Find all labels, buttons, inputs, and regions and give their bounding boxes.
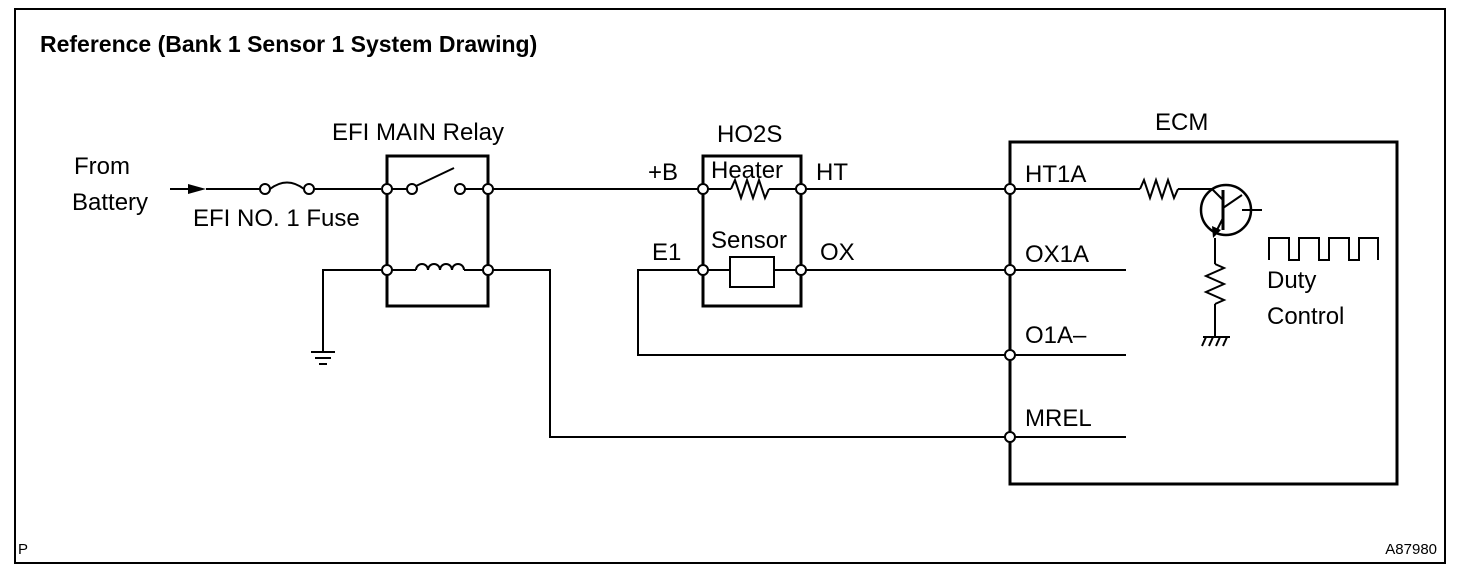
ho2s-terminal-ht	[795, 183, 807, 195]
transistor-icon	[1199, 183, 1262, 238]
pin-label-plus-b: +B	[648, 159, 678, 186]
relay-terminal	[482, 264, 494, 276]
ho2s-box	[701, 154, 803, 308]
pin-label-ht: HT	[816, 159, 848, 186]
relay-switch-icon	[392, 167, 483, 195]
heater-resistor-icon	[708, 176, 796, 202]
ecm-label: ECM	[1155, 109, 1208, 136]
relay-terminal	[381, 183, 393, 195]
sensor-element-icon	[708, 256, 796, 288]
input-arrow-icon	[170, 184, 206, 194]
ground-icon	[311, 351, 335, 365]
ho2s-terminal-ox	[795, 264, 807, 276]
ecm-box	[1008, 140, 1399, 486]
ho2s-sensor-label: Sensor	[711, 227, 787, 254]
fuse-label: EFI NO. 1 Fuse	[193, 205, 360, 232]
ecm-pin-o1a-minus: O1A–	[1025, 322, 1087, 349]
ho2s-terminal-e1	[697, 264, 709, 276]
ecm-pin-mrel: MREL	[1025, 405, 1092, 432]
ecm-terminal-ht1a	[1004, 183, 1016, 195]
chassis-ground-icon	[1201, 336, 1230, 347]
ho2s-terminal-plus-b	[697, 183, 709, 195]
duty-label: Duty	[1267, 267, 1316, 294]
ho2s-label: HO2S	[717, 121, 782, 148]
relay-label: EFI MAIN Relay	[332, 119, 504, 146]
fuse-icon	[259, 181, 315, 195]
relay-box	[385, 154, 490, 308]
control-label: Control	[1267, 303, 1344, 330]
pin-label-ox: OX	[820, 239, 855, 266]
pin-label-e1: E1	[652, 239, 681, 266]
pulse-waveform-icon	[1268, 237, 1379, 261]
ecm-terminal-o1a-minus	[1004, 349, 1016, 361]
relay-coil-icon	[392, 263, 483, 271]
ecm-pin-ox1a: OX1A	[1025, 241, 1089, 268]
source-label-from: From	[74, 153, 130, 180]
ecm-pin-ht1a: HT1A	[1025, 161, 1086, 188]
ecm-terminal-ox1a	[1004, 264, 1016, 276]
emitter-resistor-icon	[1203, 238, 1227, 336]
diagram-frame	[14, 8, 1446, 564]
base-resistor-icon	[1015, 176, 1212, 202]
relay-terminal	[381, 264, 393, 276]
relay-terminal	[482, 183, 494, 195]
figure-code: A87980	[1385, 541, 1437, 558]
diagram-title: Reference (Bank 1 Sensor 1 System Drawin…	[40, 31, 537, 57]
source-label-battery: Battery	[72, 189, 148, 216]
corner-mark: P	[18, 541, 28, 558]
ecm-terminal-mrel	[1004, 431, 1016, 443]
